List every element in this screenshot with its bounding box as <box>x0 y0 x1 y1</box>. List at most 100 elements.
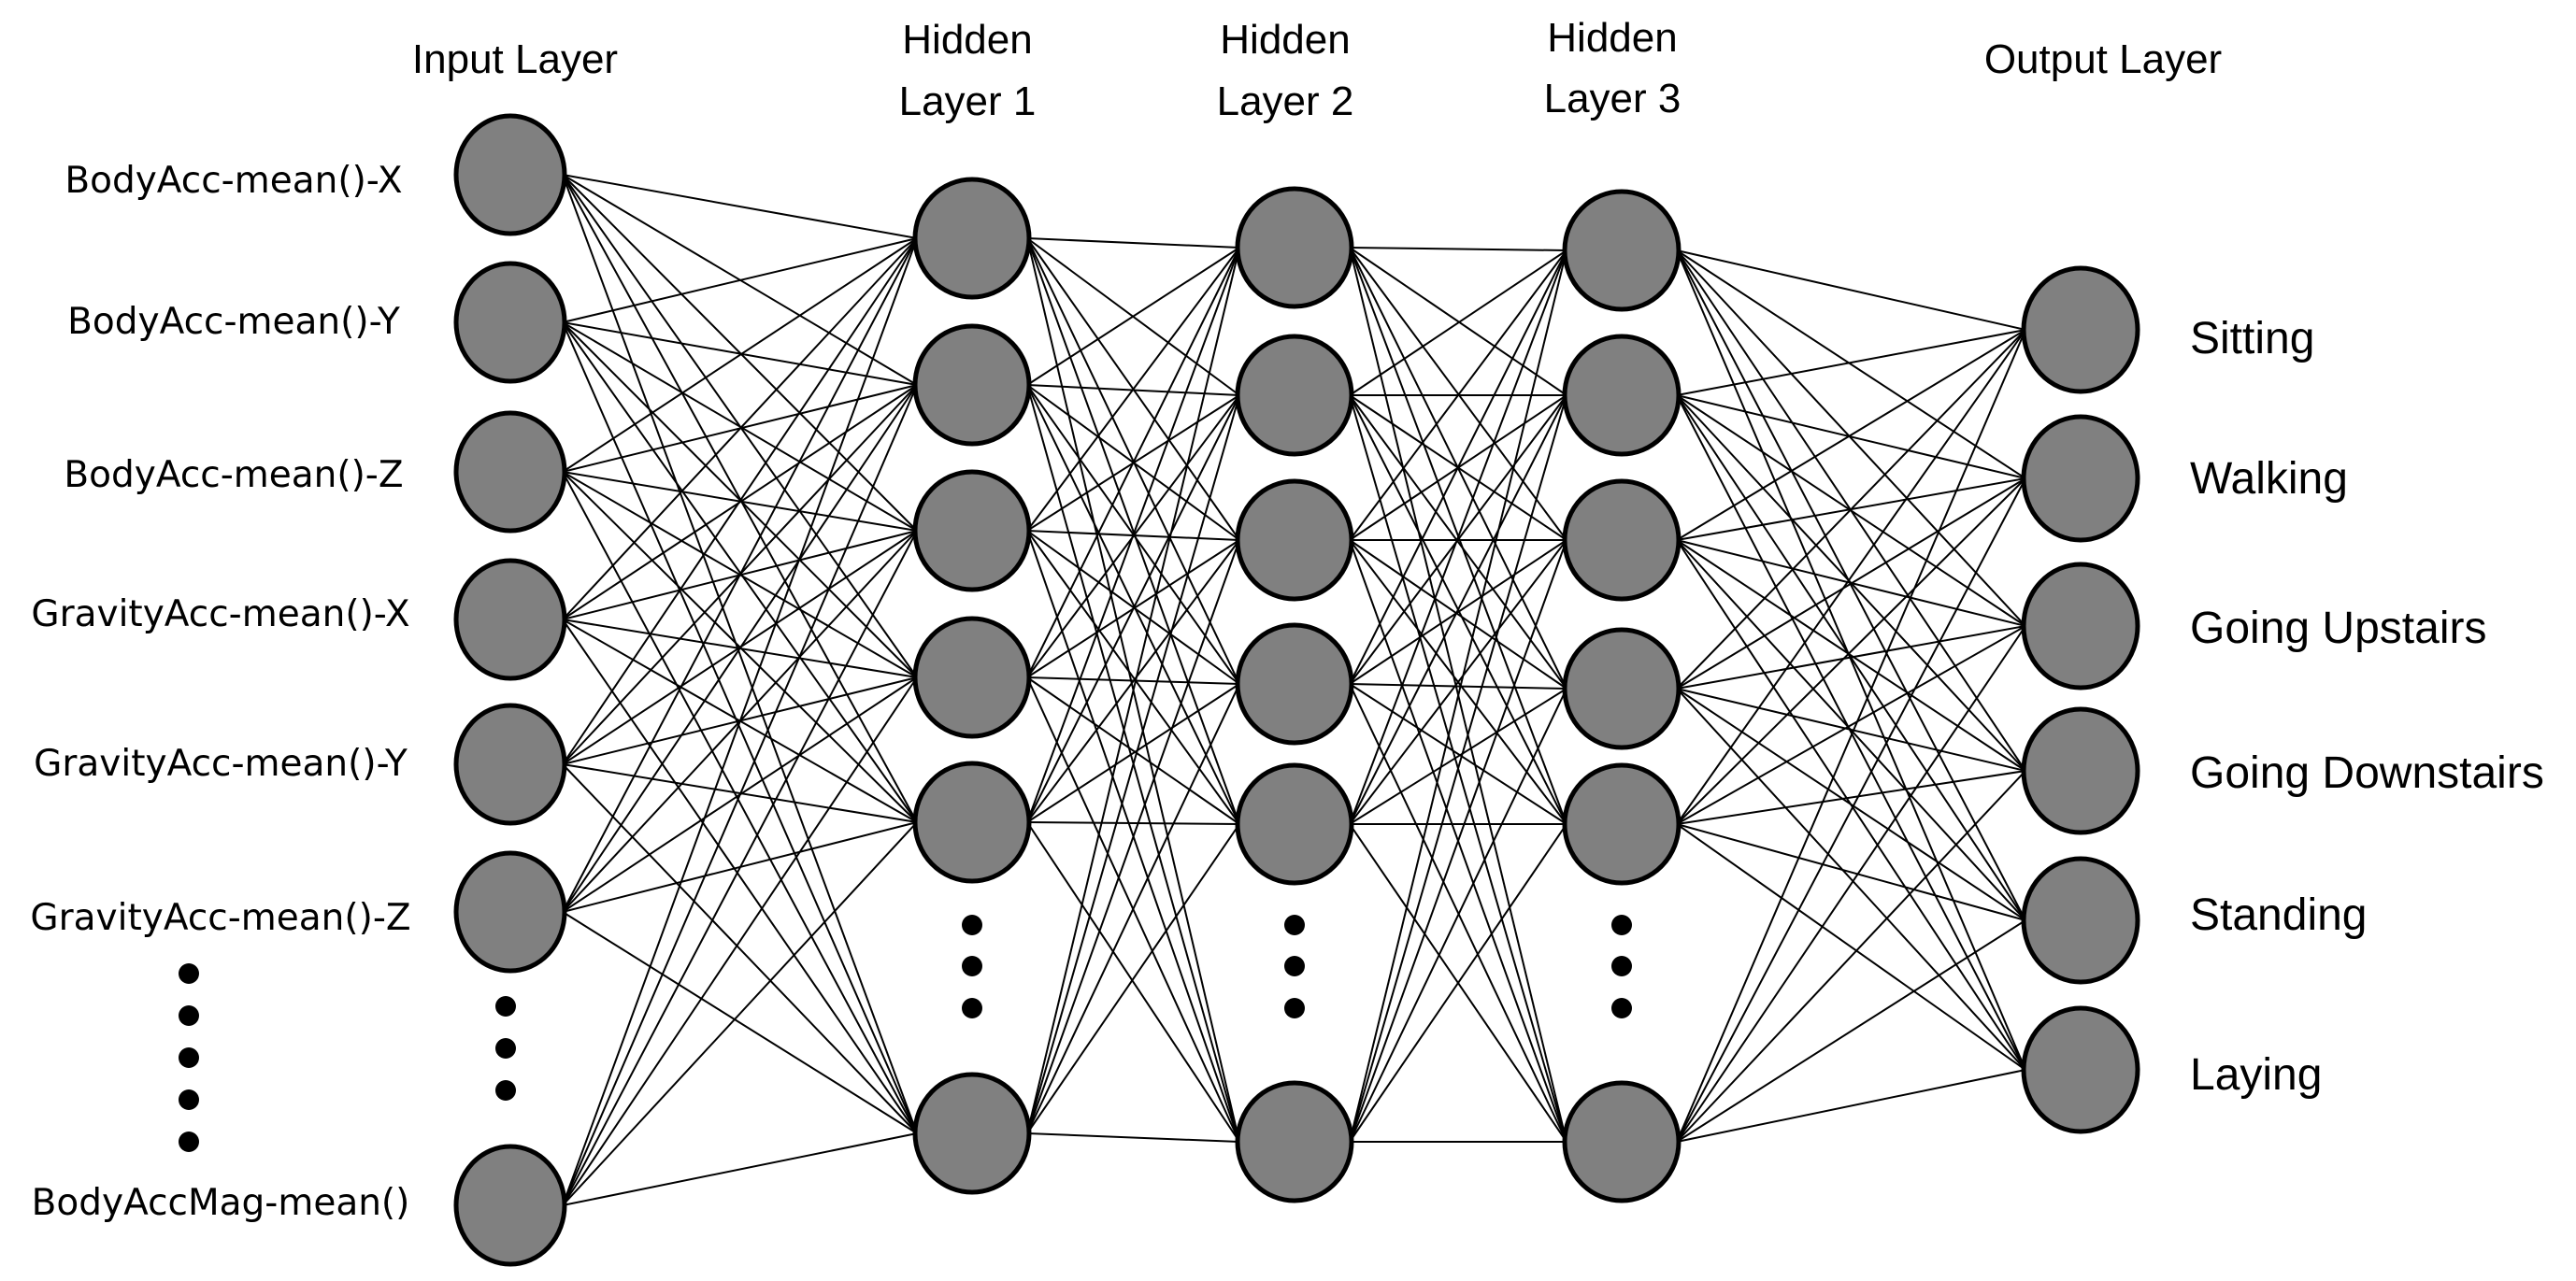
output-neuron-2 <box>2021 562 2140 690</box>
edge-hidden2-4-to-hidden3-0 <box>1349 249 1567 825</box>
edge-hidden3-3-to-output-5 <box>1676 688 2026 1071</box>
neurons <box>453 113 2140 1267</box>
input-label-5: GravityAcc-mean()-Z <box>30 897 410 939</box>
edge-hidden1-4-to-hidden2-1 <box>1026 394 1240 823</box>
output-neuron-1 <box>2021 414 2140 543</box>
hidden2-neuron-1 <box>1235 334 1354 457</box>
edge-hidden1-2-to-hidden2-0 <box>1026 247 1240 532</box>
edge-hidden2-0-to-hidden3-1 <box>1349 247 1567 396</box>
input-label-0: BodyAcc-mean()-X <box>64 160 402 202</box>
output-neuron-3 <box>2021 706 2140 835</box>
edge-hidden3-3-to-output-4 <box>1676 688 2026 921</box>
edge-input-6-to-hidden1-5 <box>562 1132 918 1206</box>
edge-hidden3-5-to-output-1 <box>1676 477 2026 1143</box>
edge-input-3-to-hidden1-0 <box>562 237 918 620</box>
edge-hidden1-5-to-hidden2-4 <box>1026 823 1240 1134</box>
edge-hidden1-2-to-hidden2-4 <box>1026 530 1240 825</box>
edge-hidden2-5-to-hidden3-4 <box>1349 823 1567 1143</box>
edge-hidden3-5-to-output-2 <box>1676 625 2026 1143</box>
edge-hidden3-5-to-output-4 <box>1676 919 2026 1143</box>
edge-hidden2-4-to-hidden3-3 <box>1349 688 1567 825</box>
edge-input-5-to-hidden1-1 <box>562 384 918 913</box>
edge-input-1-to-hidden1-0 <box>562 237 918 323</box>
input-label-ellipsis-dot-2 <box>179 1047 199 1068</box>
edge-hidden3-4-to-output-3 <box>1676 770 2026 825</box>
output-label-3: Going Downstairs <box>2190 748 2544 798</box>
edge-input-1-to-hidden1-1 <box>562 321 918 386</box>
edge-hidden2-5-to-hidden3-2 <box>1349 539 1567 1143</box>
hidden3-ellipsis-dot-2 <box>1611 998 1632 1018</box>
hidden1-ellipsis-dot-2 <box>962 998 982 1018</box>
edge-hidden2-4-to-hidden3-2 <box>1349 539 1567 825</box>
edge-hidden3-4-to-output-2 <box>1676 625 2026 825</box>
edge-input-2-to-hidden1-0 <box>562 237 918 473</box>
input-neuron-4 <box>453 703 567 826</box>
hidden2-ellipsis-dot-1 <box>1284 956 1305 976</box>
edge-hidden1-3-to-hidden2-0 <box>1026 247 1240 678</box>
input-label-2: BodyAcc-mean()-Z <box>64 454 403 496</box>
edge-hidden2-2-to-hidden3-0 <box>1349 249 1567 541</box>
edge-hidden2-4-to-hidden3-1 <box>1349 394 1567 825</box>
hidden3-ellipsis-dot-1 <box>1611 956 1632 976</box>
edge-hidden3-0-to-output-1 <box>1676 249 2026 479</box>
output-label-0: Sitting <box>2190 314 2314 363</box>
edge-hidden1-1-to-hidden2-4 <box>1026 384 1240 825</box>
output-label-5: Laying <box>2190 1050 2322 1100</box>
output-neuron-4 <box>2021 856 2140 985</box>
edge-hidden2-5-to-hidden3-1 <box>1349 394 1567 1143</box>
edge-input-4-to-hidden1-5 <box>562 763 918 1134</box>
edge-input-0-to-hidden1-4 <box>562 174 918 823</box>
output-neuron-5 <box>2021 1005 2140 1134</box>
hidden1-title-line-0: Hidden <box>902 17 1032 63</box>
hidden2-title-line-1: Layer 2 <box>1217 78 1354 124</box>
edge-hidden2-2-to-hidden3-3 <box>1349 539 1567 690</box>
edge-hidden2-3-to-hidden3-3 <box>1349 683 1567 690</box>
edge-input-6-to-hidden1-3 <box>562 676 918 1206</box>
input-label-1: BodyAcc-mean()-Y <box>67 301 400 343</box>
edge-hidden1-1-to-hidden2-0 <box>1026 247 1240 386</box>
output-label-4: Standing <box>2190 890 2368 940</box>
hidden1-neuron-5 <box>912 1072 1032 1195</box>
input-neuron-1 <box>453 261 567 384</box>
edge-hidden3-3-to-output-2 <box>1676 625 2026 690</box>
input-neuron-6 <box>453 1144 567 1267</box>
input-label-ellipsis-dot-3 <box>179 1089 199 1110</box>
edge-hidden2-3-to-hidden3-2 <box>1349 539 1567 685</box>
edge-hidden1-4-to-hidden2-5 <box>1026 821 1240 1143</box>
edge-hidden1-4-to-hidden2-3 <box>1026 683 1240 823</box>
hidden2-neuron-0 <box>1235 186 1354 309</box>
input-ellipsis-dot-1 <box>495 1038 516 1059</box>
edge-hidden1-0-to-hidden2-4 <box>1026 237 1240 825</box>
edge-hidden3-4-to-output-1 <box>1676 477 2026 825</box>
edge-hidden1-5-to-hidden2-0 <box>1026 247 1240 1134</box>
edge-hidden1-3-to-hidden2-4 <box>1026 676 1240 825</box>
hidden1-neuron-3 <box>912 616 1032 739</box>
hidden3-neuron-4 <box>1562 762 1682 886</box>
input-neuron-5 <box>453 850 567 974</box>
edge-hidden1-5-to-hidden2-3 <box>1026 683 1240 1134</box>
edge-hidden3-1-to-output-1 <box>1676 394 2026 479</box>
hidden1-neuron-1 <box>912 323 1032 447</box>
edge-hidden3-2-to-output-0 <box>1676 329 2026 541</box>
output-label-1: Walking <box>2190 454 2348 504</box>
input-title-line-0: Input Layer <box>412 36 618 82</box>
edge-hidden3-0-to-output-4 <box>1676 249 2026 921</box>
edge-hidden1-5-to-hidden2-2 <box>1026 539 1240 1134</box>
hidden2-neuron-4 <box>1235 762 1354 886</box>
edge-input-1-to-hidden1-4 <box>562 321 918 823</box>
edge-hidden3-3-to-output-0 <box>1676 329 2026 690</box>
hidden3-neuron-2 <box>1562 478 1682 602</box>
edge-hidden2-3-to-hidden3-0 <box>1349 249 1567 685</box>
edge-hidden1-4-to-hidden2-4 <box>1026 821 1240 825</box>
edge-input-4-to-hidden1-0 <box>562 237 918 765</box>
input-neuron-2 <box>453 410 567 534</box>
edge-input-5-to-hidden1-0 <box>562 237 918 913</box>
edge-hidden3-5-to-output-0 <box>1676 329 2026 1143</box>
edge-input-6-to-hidden1-4 <box>562 821 918 1206</box>
edge-hidden2-3-to-hidden3-5 <box>1349 683 1567 1143</box>
edge-hidden3-5-to-output-5 <box>1676 1069 2026 1143</box>
hidden3-neuron-1 <box>1562 334 1682 457</box>
hidden2-ellipsis-dot-2 <box>1284 998 1305 1018</box>
edge-hidden1-0-to-hidden2-0 <box>1026 237 1240 249</box>
